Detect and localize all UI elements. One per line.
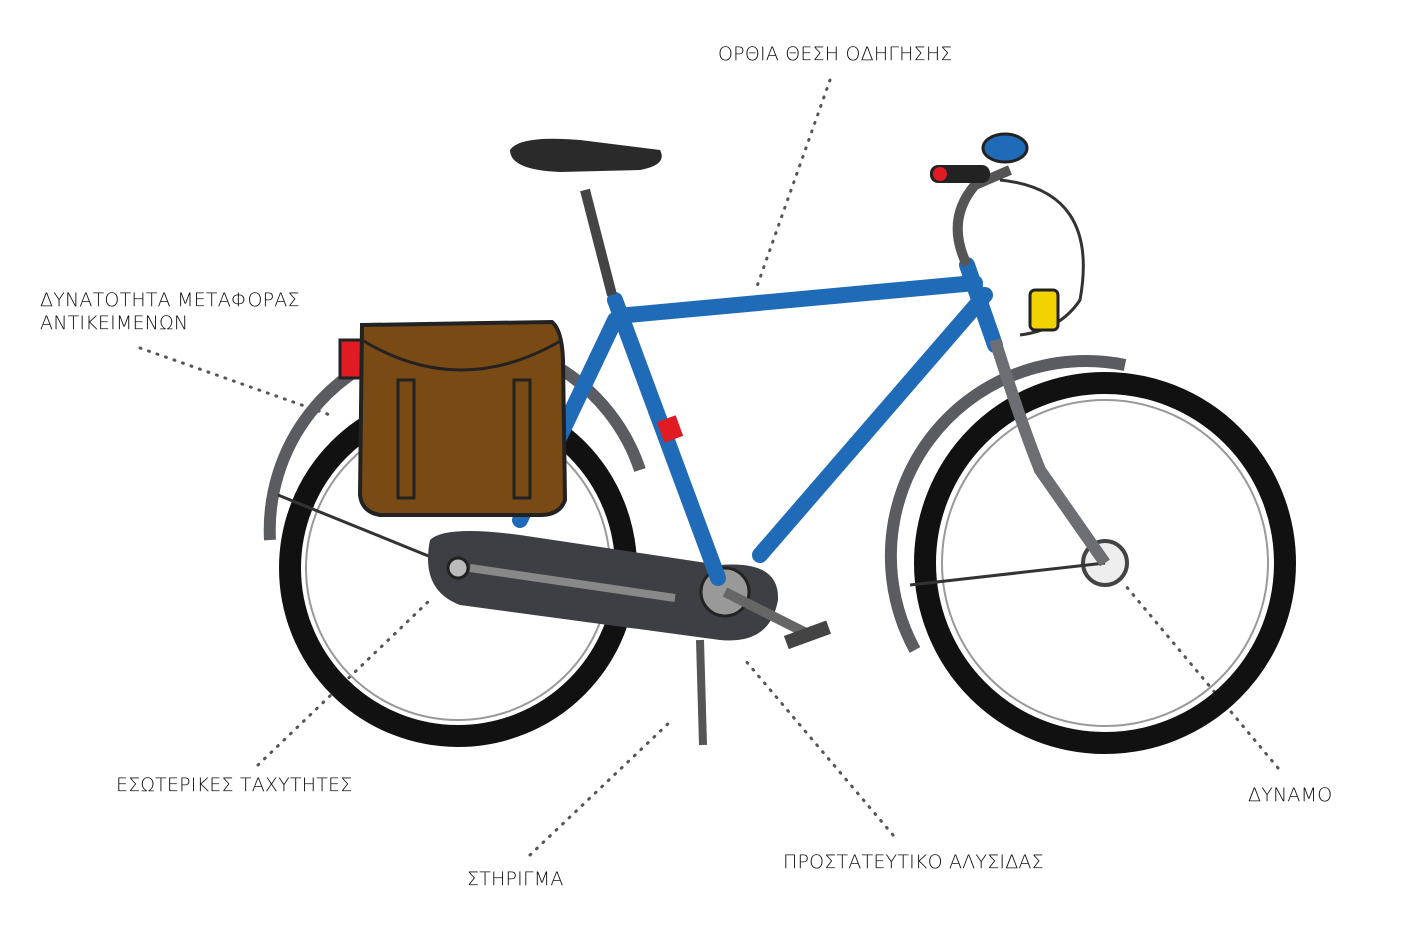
leader-dynamo	[1123, 583, 1280, 770]
label-cargo-capacity: ΔΥΝΑΤΟΤΗΤΑ ΜΕΤΑΦΟΡΑΣ ΑΝΤΙΚΕΙΜΕΝΩΝ	[40, 289, 300, 335]
leader-upright	[753, 78, 832, 294]
gear-hub	[446, 556, 470, 580]
pedal	[783, 620, 832, 650]
leader-kickstand	[528, 718, 674, 857]
label-kickstand: ΣΤΗΡΙΓΜΑ	[467, 868, 564, 890]
front-fender	[884, 355, 1127, 653]
leader-cargo	[138, 346, 332, 417]
bell	[981, 132, 1029, 164]
label-internal-gears: ΕΣΩΤΕΡΙΚΕΣ ΤΑΧΥΤΗΤΕΣ	[116, 774, 353, 796]
label-cargo-line1: ΔΥΝΑΤΟΤΗΤΑ ΜΕΤΑΦΟΡΑΣ	[40, 289, 300, 311]
front-wheel	[884, 355, 1296, 754]
fork	[989, 338, 1110, 567]
rear-reflector	[338, 338, 364, 380]
pannier-bag	[357, 319, 568, 517]
label-chain-guard: ΠΡΟΣΤΑΤΕΥΤΙΚΟ ΑΛΥΣΙΔΑΣ	[783, 851, 1044, 873]
saddle	[510, 138, 662, 172]
label-dynamo: ΔΥΝΑΜΟ	[1248, 784, 1333, 806]
kickstand	[696, 639, 707, 746]
label-cargo-line2: ΑΝΤΙΚΕΙΜΕΝΩΝ	[40, 312, 189, 334]
frame-reflector	[656, 415, 684, 443]
handlebar	[952, 165, 1012, 268]
label-upright-position: ΟΡΘΙΑ ΘΕΣΗ ΟΔΗΓΗΣΗΣ	[718, 43, 953, 65]
headlight	[1028, 288, 1060, 332]
leader-chainguard	[743, 658, 895, 837]
